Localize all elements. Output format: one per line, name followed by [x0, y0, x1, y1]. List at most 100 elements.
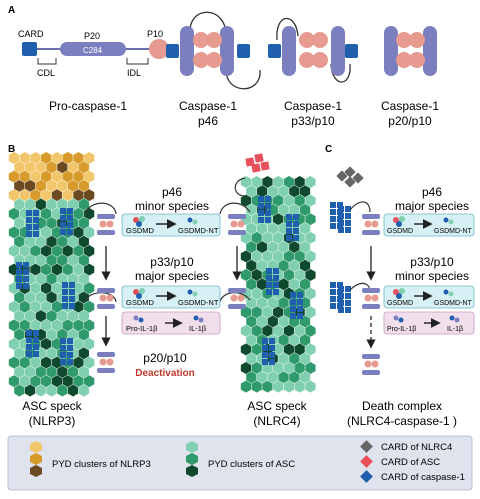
caspase-1-card [290, 306, 296, 312]
panel-b-label: B [8, 144, 15, 155]
caspase-1-card [338, 307, 344, 313]
caspase-1-card [67, 229, 73, 235]
b-gsdmd-nt-1: GSDMD-NT [178, 226, 219, 235]
c-p33-sub: minor species [395, 269, 469, 283]
caspase-card-stacks-left [16, 208, 75, 365]
caspase-1-card [26, 231, 32, 237]
b-il1b: IL-1β [189, 324, 207, 333]
c284-label: C284 [83, 46, 103, 55]
caspase-1-card [345, 286, 351, 292]
caspase-1-card [286, 235, 292, 241]
b-p46-sub: minor species [135, 199, 209, 213]
caspase-1-card [67, 208, 73, 214]
legend-asc-card-label: CARD of ASC [381, 457, 440, 468]
caspase-1-card [338, 293, 344, 299]
caspase-1-card [330, 223, 336, 229]
caspase-1-card [330, 303, 336, 309]
c-il1b: IL-1β [447, 326, 463, 333]
caspase-1-card [23, 269, 29, 275]
caspase-1-card [266, 268, 272, 274]
caspase-1-card [258, 217, 264, 223]
caspase-1-card [330, 289, 336, 295]
b-deactivation: Deactivation [135, 368, 194, 379]
card-domain [22, 42, 37, 56]
caspase-1-card [330, 282, 336, 288]
caspase-1-card [290, 313, 296, 319]
legend-nlrc4-swatch [360, 440, 373, 453]
panel-b-flow [84, 202, 251, 373]
caspase-1-card [269, 338, 275, 344]
nlrc4-gray-cluster [336, 166, 364, 188]
b-p33-title: p33/p10 [150, 255, 194, 269]
caspase-1-p46-structure [166, 11, 261, 90]
caspase-1-card [345, 307, 351, 313]
speck-nlrp3-label-2: (NLRP3) [29, 414, 76, 428]
caspase-1-p20-label: Caspase-1 [381, 99, 439, 113]
caspase-1-card [60, 352, 66, 358]
caspase-1-card [16, 276, 22, 282]
caspase-1-card [273, 268, 279, 274]
legend-asc-swatch [186, 441, 198, 477]
caspase-1-card [345, 220, 351, 226]
caspase-1-card [262, 359, 268, 365]
p20-domain [60, 42, 126, 56]
cdl-label: CDL [37, 68, 55, 78]
b-p33-sub: major species [135, 269, 209, 283]
b-p46-title: p46 [162, 185, 182, 199]
caspase-1-card [67, 345, 73, 351]
c-gsdmd-cleavage-box-1: GSDMD GSDMD-NT [383, 213, 475, 237]
caspase-1-card [67, 352, 73, 358]
caspase-1-card [62, 303, 68, 309]
speck-nlrc4-label-2: (NLRC4) [253, 414, 300, 428]
caspase-1-card [290, 292, 296, 298]
caspase-1-card [293, 235, 299, 241]
caspase-1-card [60, 215, 66, 221]
c-p46-title: p46 [422, 185, 442, 199]
caspase-1-card [258, 203, 264, 209]
caspase-1-card [345, 227, 351, 233]
caspase-1-card [69, 303, 75, 309]
caspase-1-card [26, 217, 32, 223]
caspase-1-card [23, 283, 29, 289]
caspase-1-card [26, 351, 32, 357]
caspase-1-card [16, 283, 22, 289]
caspase-1-card [69, 296, 75, 302]
caspase-1-card [338, 300, 344, 306]
caspase-1-p20-sublabel: p20/p10 [388, 114, 432, 128]
caspase-1-card [338, 220, 344, 226]
asc-hexagon [78, 384, 90, 397]
caspase-1-card [266, 289, 272, 295]
legend-nlrp3-swatch [30, 441, 42, 477]
caspase-1-card [33, 351, 39, 357]
caspase-1-card [262, 352, 268, 358]
caspase-1-card [67, 359, 73, 365]
caspase-1-card [67, 338, 73, 344]
caspase-card-stacks-right [258, 196, 303, 365]
caspase-1-card [273, 289, 279, 295]
caspase-1-card [26, 210, 32, 216]
caspase-1-card [33, 330, 39, 336]
caspase-1-card [337, 202, 343, 208]
idl-label: IDL [127, 68, 141, 78]
caspase-1-p20-p10-structure [384, 26, 437, 76]
b-gsdmd-2: GSDMD [126, 298, 155, 307]
caspase-1-card [265, 203, 271, 209]
b-gsdmd-cleavage-box-1: GSDMD GSDMD-NT [121, 213, 221, 237]
caspase-1-card [337, 282, 343, 288]
caspase-1-card [23, 262, 29, 268]
caspase-1-p33-sublabel: p33/p10 [291, 114, 335, 128]
legend-nlrp3-label: PYD clusters of NLRP3 [52, 459, 151, 470]
caspase-1-card [33, 231, 39, 237]
caspase-1-card [258, 196, 264, 202]
caspase-1-card [62, 296, 68, 302]
caspase-1-card [297, 306, 303, 312]
c-gsdmd-nt-2: GSDMD-NT [434, 300, 472, 307]
speck-nlrc4-label-1: ASC speck [247, 399, 307, 413]
caspase-1-card [345, 300, 351, 306]
caspase-1-card [60, 208, 66, 214]
legend-casp1-swatch [360, 470, 373, 483]
b-il1b-processing-box: Pro-IL-1β IL-1β [121, 311, 221, 335]
caspase-1-card [60, 229, 66, 235]
caspase-1-card [26, 344, 32, 350]
